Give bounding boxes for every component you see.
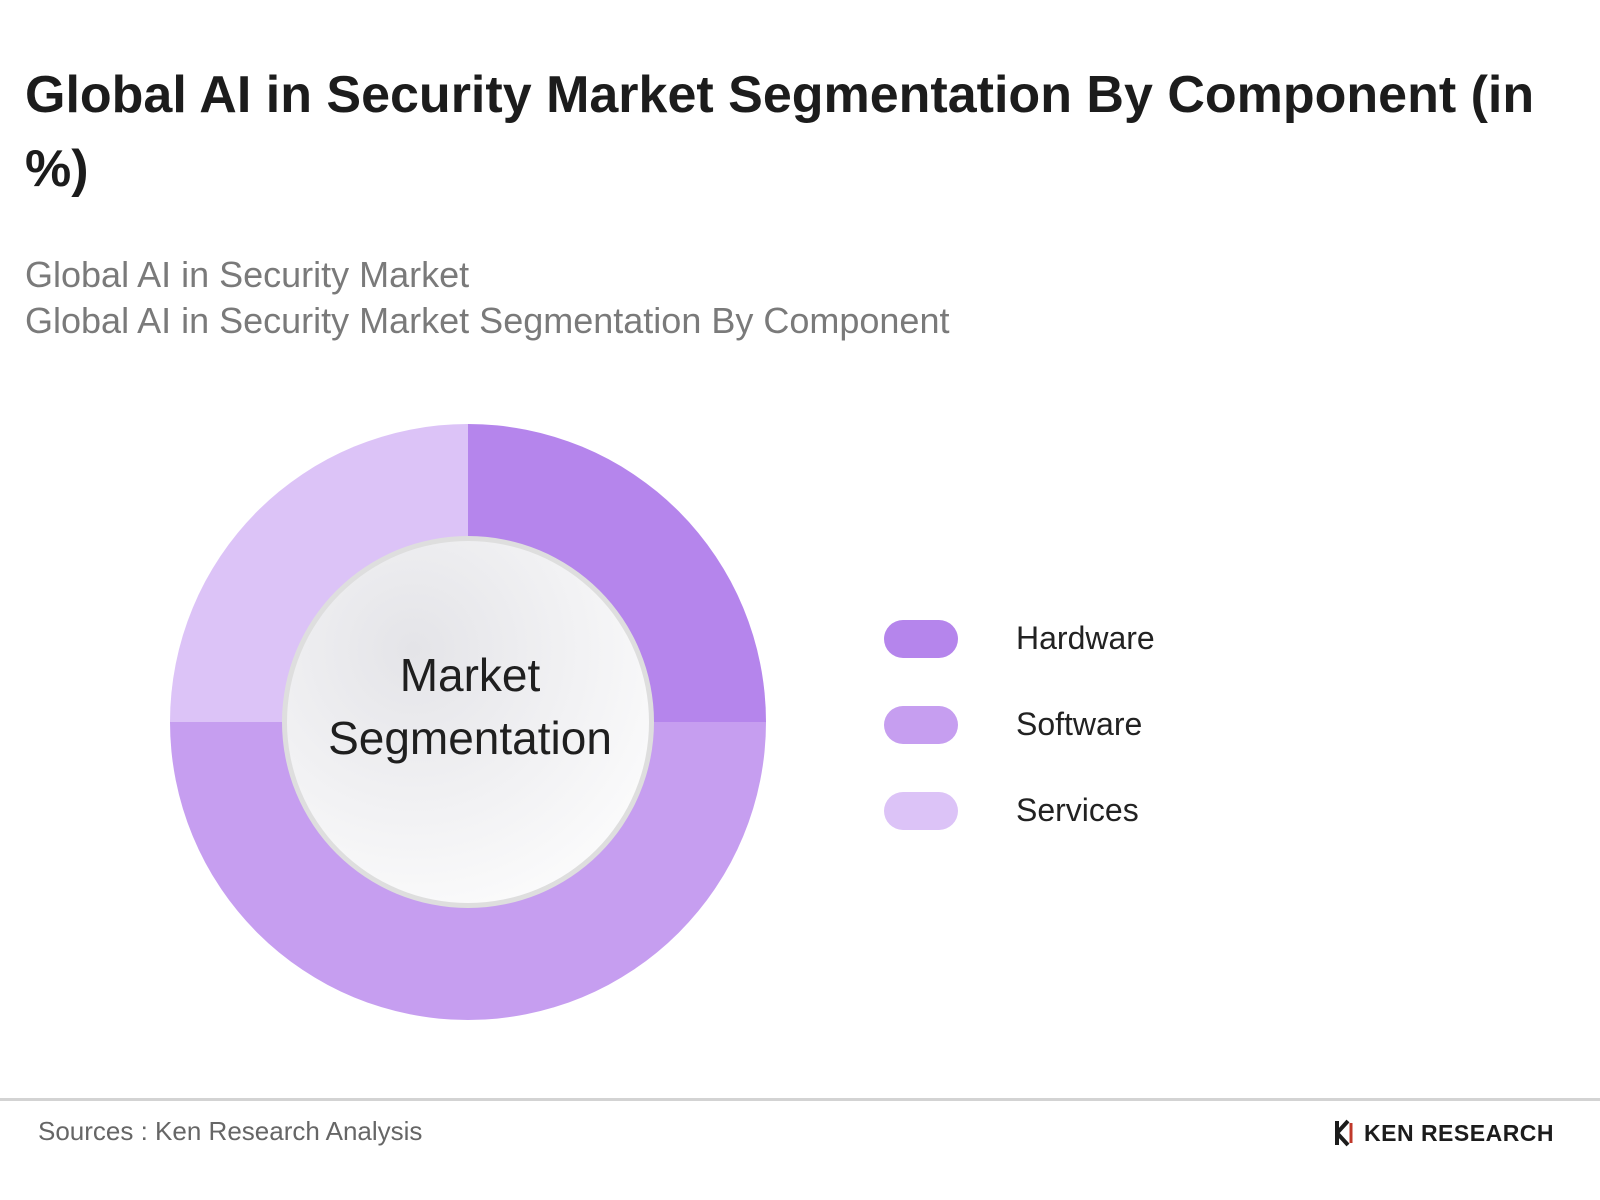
brand-logo: KEN RESEARCH (1334, 1118, 1554, 1148)
legend-label-software: Software (1016, 706, 1143, 742)
source-note: Sources : Ken Research Analysis (38, 1116, 423, 1146)
legend-swatch-services (884, 792, 958, 830)
chart-title: Global AI in Security Market Segmentatio… (25, 66, 1535, 198)
center-label-line-1: Market (399, 649, 541, 701)
donut-center-label: Market Segmentation (300, 644, 640, 770)
legend-swatch-hardware (884, 620, 958, 658)
center-label-line-2: Segmentation (328, 712, 612, 764)
brand-name: KEN RESEARCH (1364, 1119, 1555, 1146)
ken-research-logo-icon (1335, 1119, 1353, 1147)
legend-label-hardware: Hardware (1016, 620, 1155, 656)
footer-divider (0, 1098, 1600, 1101)
legend-swatch-software (884, 706, 958, 744)
donut-hole (287, 541, 649, 903)
chart-subtitle: Global AI in Security Market Global AI i… (25, 252, 1425, 344)
subtitle-line-2: Global AI in Security Market Segmentatio… (25, 300, 950, 341)
legend-label-services: Services (1016, 792, 1139, 828)
subtitle-line-1: Global AI in Security Market (25, 254, 470, 295)
